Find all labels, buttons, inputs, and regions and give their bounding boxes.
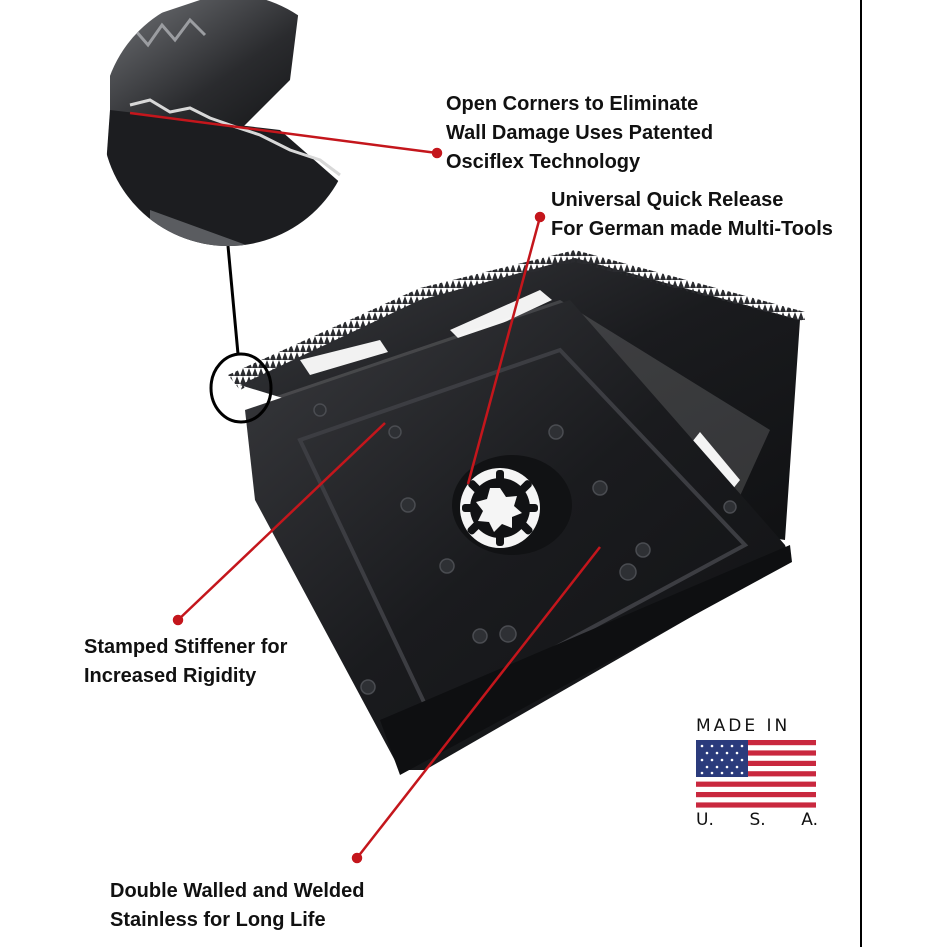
wall-slot bbox=[692, 432, 740, 490]
zoom-magnifier bbox=[102, 0, 354, 246]
usa-letter: A. bbox=[801, 810, 818, 830]
stamped-stiffener bbox=[297, 347, 749, 718]
leader-lines bbox=[129, 111, 601, 864]
leader-dot-stiffener bbox=[172, 614, 184, 626]
us-flag-icon bbox=[696, 740, 816, 808]
quick-release-hub bbox=[452, 455, 572, 555]
callout-open-corners: Open Corners to Eliminate Wall Damage Us… bbox=[446, 90, 713, 177]
right-border-line bbox=[860, 0, 862, 947]
callout-stiffener: Stamped Stiffener for Increased Rigidity bbox=[84, 633, 287, 691]
wall-slot bbox=[300, 340, 388, 375]
rivet-dots bbox=[313, 403, 737, 695]
callout-line: Increased Rigidity bbox=[84, 665, 257, 687]
callout-line: Stainless for Long Life bbox=[110, 909, 326, 931]
callout-line: Osciflex Technology bbox=[446, 151, 641, 173]
leader-dot-quick-release bbox=[534, 211, 546, 223]
callout-line: Open Corners to Eliminate bbox=[446, 93, 699, 115]
zoom-connector-line bbox=[226, 245, 240, 355]
callout-line: Double Walled and Welded bbox=[110, 880, 365, 902]
usa-letter: S. bbox=[749, 810, 766, 830]
wall-slot bbox=[450, 290, 552, 342]
callout-line: Stamped Stiffener for bbox=[84, 636, 288, 658]
callout-line: For German made Multi-Tools bbox=[551, 218, 833, 240]
blade-front-wall bbox=[380, 545, 792, 775]
leader-dot-double-walled bbox=[351, 852, 363, 864]
callout-line: Universal Quick Release bbox=[551, 189, 784, 211]
made-in-label: MADE IN bbox=[696, 716, 791, 736]
leader-dot-open-corners bbox=[431, 147, 443, 159]
usa-letter: U. bbox=[696, 810, 714, 830]
usa-letters: U. S. A. bbox=[696, 810, 818, 830]
callout-double-walled: Double Walled and Welded Stainless for L… bbox=[110, 877, 364, 935]
corner-highlight-circle bbox=[209, 352, 273, 424]
callout-quick-release: Universal Quick Release For German made … bbox=[551, 186, 833, 244]
callout-line: Wall Damage Uses Patented bbox=[446, 122, 714, 144]
